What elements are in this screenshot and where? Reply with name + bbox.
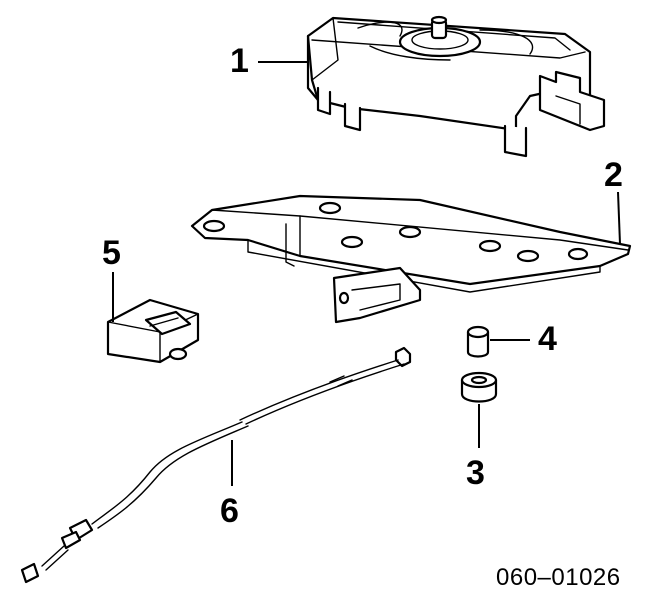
part-6-cable	[20, 346, 412, 584]
part-5-grommet	[106, 298, 200, 364]
callout-5: 5	[102, 234, 121, 272]
part-2-mounting-bracket	[190, 194, 632, 324]
callout-1: 1	[230, 42, 249, 80]
leader-2	[617, 191, 621, 245]
part-1-actuator-housing	[306, 15, 606, 158]
callout-6: 6	[220, 492, 239, 530]
part-3-collar	[460, 371, 498, 403]
callout-3: 3	[466, 454, 485, 492]
callout-2: 2	[604, 156, 623, 194]
figure-code: 060–01026	[496, 564, 621, 591]
part-4-bushing	[466, 325, 490, 358]
callout-4: 4	[538, 320, 557, 358]
